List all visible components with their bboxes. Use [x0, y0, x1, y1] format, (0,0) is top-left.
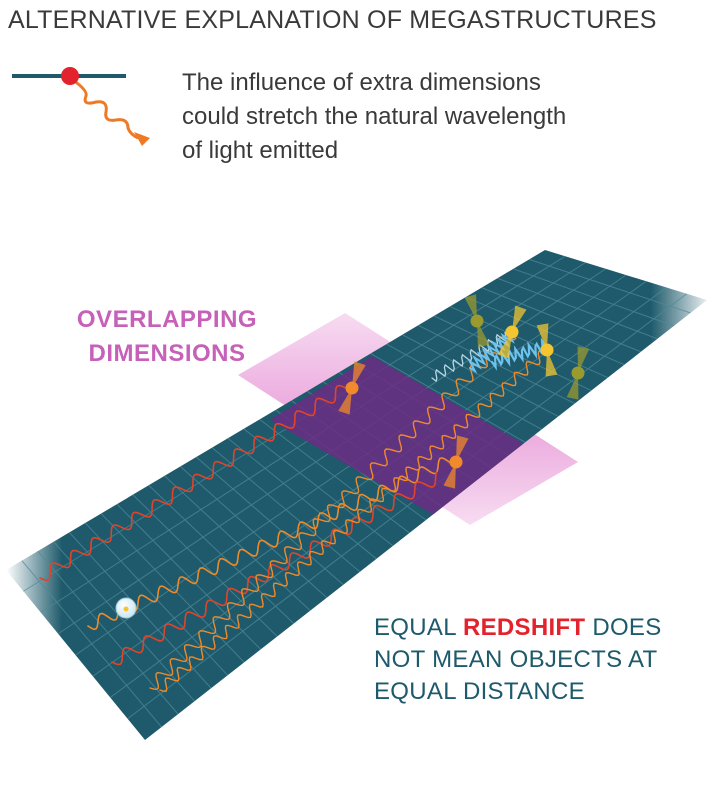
star-icon — [536, 323, 558, 377]
legend-line: The influence of extra dimensions — [182, 69, 541, 96]
legend-text: The influence of extra dimensions could … — [182, 66, 692, 168]
light-wave — [87, 457, 457, 631]
overlap-label: OVERLAPPING DIMENSIONS — [60, 303, 274, 371]
light-wave — [467, 329, 515, 374]
star-icon — [464, 294, 490, 348]
light-waves — [39, 329, 550, 693]
emitter-line-icon — [12, 67, 150, 146]
star-icon — [338, 361, 366, 415]
spacetime-plane — [6, 250, 707, 740]
star-icon — [497, 305, 527, 359]
redshift-word: REDSHIFT — [462, 614, 586, 641]
caption-line: NOT MEAN OBJECTS AT — [374, 646, 658, 673]
grid-line — [109, 287, 667, 698]
legend-line: could stretch the natural wavelength — [182, 103, 567, 130]
light-wave — [159, 350, 550, 693]
caption-line: EQUAL REDSHIFT DOES — [374, 612, 662, 644]
overlap-label-line: DIMENSIONS — [88, 340, 246, 367]
light-wave — [111, 471, 438, 666]
caption-line: EQUAL DISTANCE — [374, 678, 585, 705]
caption-suffix: DOES — [585, 614, 662, 641]
light-wave — [39, 384, 355, 582]
legend-line: of light emitted — [182, 137, 339, 164]
star-icon — [443, 435, 469, 489]
light-wave — [149, 336, 517, 691]
caption-prefix: EQUAL — [374, 614, 463, 641]
star-icon — [566, 346, 590, 400]
emitter-dot-icon — [61, 67, 79, 85]
caption: EQUAL REDSHIFT DOES NOT MEAN OBJECTS AT … — [374, 612, 662, 708]
page-title: ALTERNATIVE EXPLANATION OF MEGASTRUCTURE… — [8, 6, 657, 34]
grid-line — [127, 293, 688, 720]
light-wave — [490, 337, 547, 371]
stars — [338, 294, 590, 489]
overlap-label-line: OVERLAPPING — [76, 306, 258, 333]
observer-icon — [115, 597, 137, 619]
